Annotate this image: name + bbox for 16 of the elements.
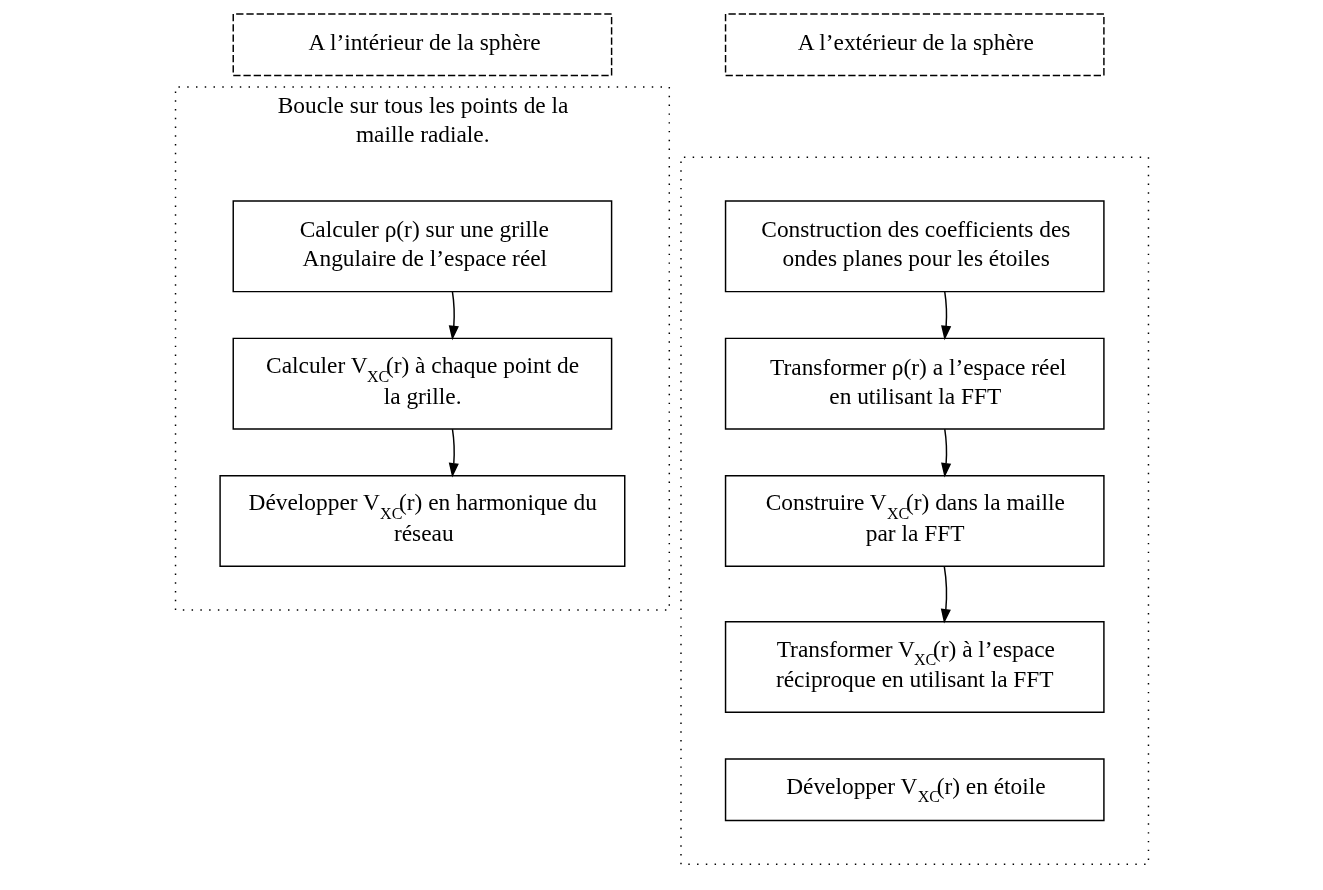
node-box: Calculer V$_{XC}$(r) à chaque point de la grille.: [232, 337, 612, 430]
arrow: [940, 428, 951, 478]
node-box: Calculer ρ(r) sur une grille Angulaire de l’espace réel: [232, 200, 612, 293]
node-box: A l’extérieur de la sphère: [724, 13, 1105, 77]
arrow: [940, 565, 951, 624]
node-box: Développer V$_{XC}$(r) en harmonique du réseau: [218, 474, 625, 567]
node-box: Transformer V$_{XC}$(r) à l’espace réciproque en utilisant la FFT: [724, 621, 1105, 714]
cluster: [679, 156, 1149, 865]
node-box: Construction des coefficients des ondes planes pour les étoiles: [724, 200, 1105, 293]
node-box: Transformer ρ(r) a l’espace réel en utilisant la FFT: [724, 337, 1105, 430]
arrow: [940, 291, 951, 341]
node-box: Construire V$_{XC}$(r) dans la maille par la FFT: [724, 474, 1105, 567]
arrow: [448, 291, 459, 341]
node-box: A l’intérieur de la sphère: [232, 13, 612, 77]
arrow: [448, 428, 459, 478]
node-box: Développer V$_{XC}$(r) en étoile: [724, 758, 1105, 822]
